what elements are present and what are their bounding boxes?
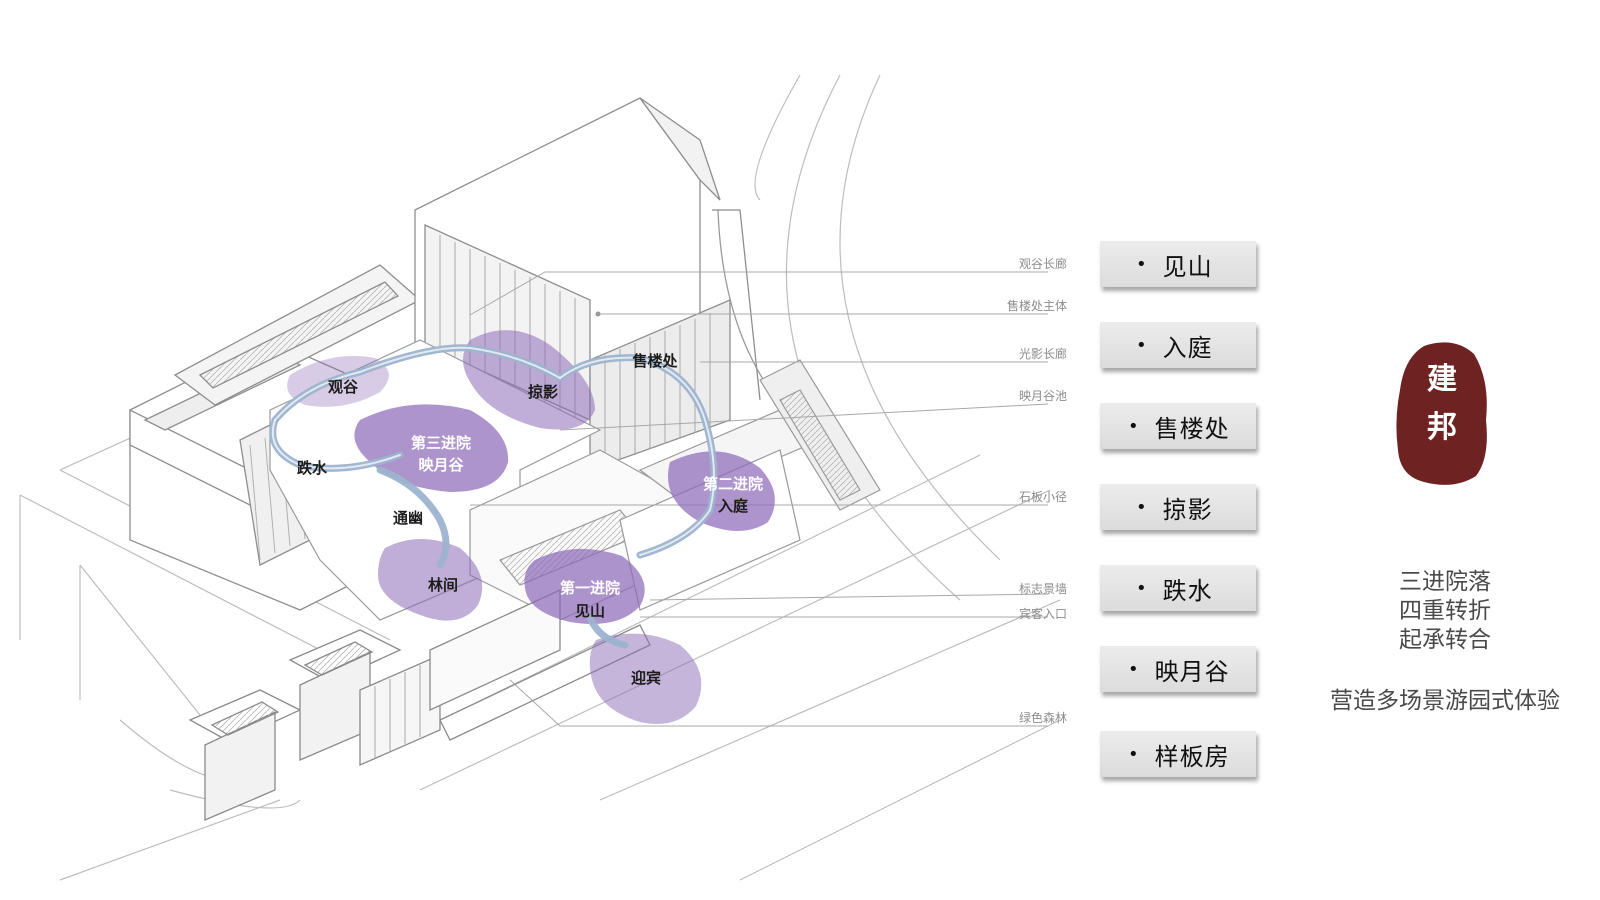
slogan-line: 三进院落	[1399, 569, 1491, 595]
callout-guangying-changlang: 光影长廊	[1019, 346, 1067, 361]
label-yingbin: 迎宾	[631, 669, 661, 687]
menu-item-ruting[interactable]: • 入庭	[1100, 322, 1256, 368]
slogan-line: 起承转合	[1399, 627, 1491, 653]
label-guangu: 观谷	[328, 378, 359, 396]
label-dieshui: 跌水	[297, 459, 328, 477]
seal-char: 建	[1427, 362, 1457, 397]
callout-labels: 观谷长廊 售楼处主体 光影长廊 映月谷池 石板小径 标志景墙 宾客入口 绿色森林	[1007, 256, 1067, 725]
callout-leader-lines	[469, 271, 1049, 727]
label-ruting: 入庭	[718, 497, 749, 515]
seal-char: 邦	[1427, 410, 1457, 445]
menu-item-lveying[interactable]: • 掠影	[1100, 484, 1256, 530]
menu-item-label: 见山	[1162, 252, 1213, 281]
circulation-path-highlight	[271, 346, 715, 556]
bullet-icon: •	[1128, 743, 1139, 765]
callout-yingyuegu-chi: 映月谷池	[1019, 389, 1067, 403]
seal-logo	[1396, 342, 1487, 485]
label-dierjinyuan: 第二进院	[703, 475, 763, 493]
zone-linjian	[378, 539, 483, 621]
menu-item-label: 入庭	[1162, 333, 1213, 362]
label-linjian: 林间	[428, 576, 458, 594]
callout-shiban-xiaojing: 石板小径	[1019, 490, 1067, 504]
label-tongyou: 通幽	[393, 509, 423, 527]
bullet-icon: •	[1128, 415, 1139, 437]
menu-item-label: 映月谷	[1154, 657, 1230, 686]
label-jianshan: 见山	[575, 602, 605, 620]
menu-item-shoulouchu[interactable]: • 售楼处	[1100, 403, 1256, 449]
label-diyijinyuan: 第一进院	[560, 579, 620, 597]
entrance-gates	[188, 588, 651, 821]
menu-item-label: 掠影	[1162, 495, 1213, 524]
bullet-icon: •	[1136, 577, 1147, 599]
zone-yingbin	[589, 633, 702, 724]
slogan-line: 四重转折	[1399, 598, 1491, 624]
zone-disanjinyuan	[354, 404, 509, 492]
zone-labels: 观谷 掠影 售楼处 第三进院 映月谷 跌水 第二进院 入庭 通幽 林间 第一进院…	[297, 352, 763, 687]
callout-dot	[595, 311, 601, 317]
callout-shoulouchu-zhuti: 售楼处主体	[1007, 298, 1067, 313]
bullet-icon: •	[1136, 334, 1147, 356]
callout-lvse-senlin: 绿色森林	[1019, 710, 1067, 725]
slogan-block: 三进院落 四重转折 起承转合 营造多场景游园式体验	[1300, 568, 1590, 715]
callout-binke-rukou: 宾客入口	[1019, 606, 1067, 621]
label-lveying: 掠影	[528, 383, 558, 401]
menu-item-label: 样板房	[1154, 742, 1230, 771]
experience-zones	[287, 330, 775, 724]
seal-characters: 建 邦	[1394, 356, 1490, 452]
callout-biaozhi-jingqiang: 标志景墙	[1019, 582, 1067, 596]
menu-item-yingyuegu[interactable]: • 映月谷	[1100, 646, 1256, 692]
bullet-icon: •	[1128, 658, 1139, 680]
menu-item-label: 售楼处	[1154, 414, 1230, 443]
menu-item-jianshan[interactable]: • 见山	[1100, 241, 1256, 287]
zone-dierjinyuan	[668, 451, 775, 531]
site-context-lines	[19, 74, 1061, 881]
callout-guangu-changlang: 观谷长廊	[1019, 256, 1067, 271]
label-yingyuegu: 映月谷	[418, 456, 464, 474]
label-shoulouchu: 售楼处	[632, 352, 678, 370]
menu-item-dieshui[interactable]: • 跌水	[1100, 565, 1256, 611]
bullet-icon: •	[1136, 496, 1147, 518]
slogan-tagline: 营造多场景游园式体验	[1330, 688, 1560, 714]
menu-item-yangbanfang[interactable]: • 样板房	[1100, 731, 1256, 777]
bullet-icon: •	[1136, 253, 1147, 275]
menu-item-label: 跌水	[1162, 576, 1213, 605]
zone-diyijinyuan	[524, 548, 645, 624]
label-disanjinyuan: 第三进院	[411, 434, 471, 452]
